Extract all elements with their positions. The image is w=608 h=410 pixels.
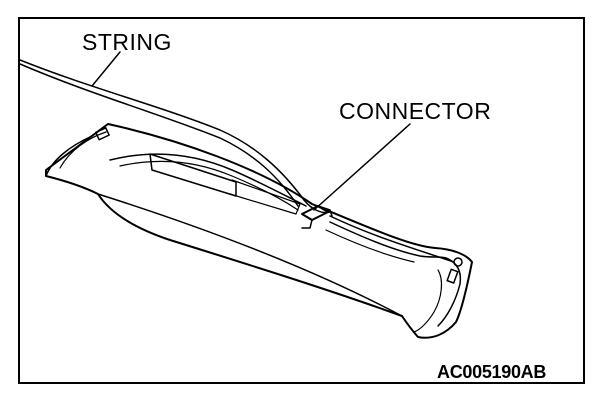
upper-recess-inner	[119, 160, 299, 211]
spoiler-left-inner	[59, 131, 107, 169]
spoiler-right-inner	[413, 269, 443, 333]
right-eyelet	[453, 257, 463, 267]
string-line-a	[19, 59, 331, 214]
string-line-b	[19, 63, 299, 207]
connector-clip	[317, 205, 333, 217]
string-label: STRING	[82, 29, 172, 55]
string-leader	[91, 51, 121, 87]
figure-code: AC005190AB	[437, 362, 547, 382]
connector-body	[301, 205, 329, 221]
mid-recess-2	[229, 179, 301, 215]
right-mount-slot	[446, 268, 459, 284]
mid-recess	[149, 153, 237, 197]
upper-recess	[109, 153, 307, 207]
string-tail	[329, 215, 455, 263]
connector-tab	[301, 219, 313, 229]
spoiler-outline	[45, 123, 473, 339]
connector-leader	[313, 123, 411, 211]
spoiler-lower-edge	[97, 193, 403, 317]
spoiler-left-end	[45, 123, 109, 177]
right-channel-inner	[325, 229, 415, 263]
left-mount-slot	[95, 127, 110, 141]
connector-label: CONNECTOR	[339, 98, 492, 124]
figure-frame	[18, 17, 585, 384]
